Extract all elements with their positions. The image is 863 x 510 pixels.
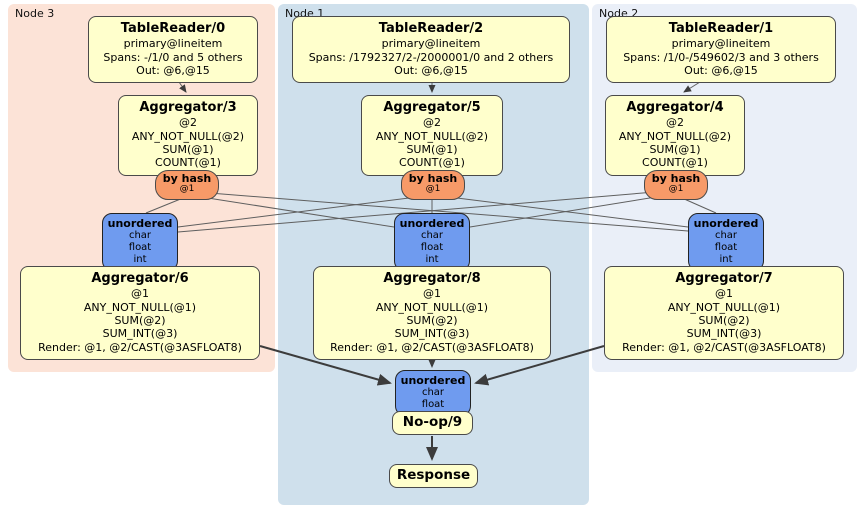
- sync-col-type: int: [719, 254, 733, 266]
- plan-node-aggregator-5: Aggregator/5 @2 ANY_NOT_NULL(@2) SUM(@1)…: [361, 95, 503, 176]
- node-agg-fn: ANY_NOT_NULL(@1): [375, 300, 489, 314]
- node-spans: Spans: /1/0-/549602/3 and 3 others: [623, 50, 819, 64]
- node-group-cols: @1: [423, 287, 441, 301]
- node-index: primary@lineitem: [123, 37, 223, 51]
- node-render-expr: Render: @1, @2/CAST(@3ASFLOAT8): [38, 340, 242, 354]
- node-agg-fn: COUNT(@1): [642, 156, 708, 170]
- node-group-cols: @1: [715, 287, 733, 301]
- sync-unordered-node3: unordered char float int: [102, 213, 178, 272]
- node-title: Aggregator/3: [139, 100, 237, 115]
- node-agg-fn: COUNT(@1): [399, 156, 465, 170]
- node-group-cols: @2: [423, 116, 441, 130]
- sync-title: unordered: [693, 217, 759, 230]
- node-agg-fn: SUM(@1): [162, 143, 214, 157]
- sync-title: unordered: [107, 217, 173, 230]
- sync-col-type: int: [425, 254, 439, 266]
- node-title: Aggregator/6: [91, 271, 189, 286]
- sync-col-type: char: [714, 230, 738, 242]
- node-agg-fn: SUM(@2): [406, 314, 458, 328]
- node-agg-fn: ANY_NOT_NULL(@2): [375, 129, 489, 143]
- node-out: Out: @6,@15: [394, 64, 468, 78]
- router-by-hash-node2: by hash @1: [644, 170, 708, 200]
- node-out: Out: @6,@15: [136, 64, 210, 78]
- sync-unordered-final: unordered char float: [395, 370, 471, 417]
- node-title: TableReader/1: [668, 21, 774, 36]
- node-group-cols: @2: [666, 116, 684, 130]
- plan-node-aggregator-3: Aggregator/3 @2 ANY_NOT_NULL(@2) SUM(@1)…: [118, 95, 258, 176]
- node-agg-fn: ANY_NOT_NULL(@2): [131, 129, 245, 143]
- sync-col-type: char: [420, 230, 444, 242]
- sync-title: unordered: [399, 217, 465, 230]
- plan-node-tablereader-1: TableReader/1 primary@lineitem Spans: /1…: [606, 16, 836, 84]
- node-agg-fn: ANY_NOT_NULL(@1): [667, 300, 781, 314]
- router-by-hash-node1: by hash @1: [401, 170, 465, 200]
- node-title: Aggregator/4: [626, 100, 724, 115]
- router-title: by hash: [162, 172, 212, 185]
- sync-col-type: char: [128, 230, 152, 242]
- node-group-cols: @2: [179, 116, 197, 130]
- sync-title: unordered: [400, 374, 466, 387]
- plan-node-aggregator-6: Aggregator/6 @1 ANY_NOT_NULL(@1) SUM(@2)…: [20, 266, 260, 361]
- node-agg-fn: SUM(@2): [698, 314, 750, 328]
- node-title: TableReader/0: [120, 21, 226, 36]
- node-out: Out: @6,@15: [684, 64, 758, 78]
- node-agg-fn: ANY_NOT_NULL(@1): [83, 300, 197, 314]
- node-agg-fn: SUM(@1): [649, 143, 701, 157]
- node-render-expr: Render: @1, @2/CAST(@3ASFLOAT8): [622, 340, 826, 354]
- sync-unordered-node2: unordered char float int: [688, 213, 764, 272]
- node-spans: Spans: -/1/0 and 5 others: [103, 50, 243, 64]
- plan-node-noop-9: No-op/9: [392, 411, 473, 435]
- node-agg-fn: SUM(@2): [114, 314, 166, 328]
- node-agg-fn: COUNT(@1): [155, 156, 221, 170]
- sync-unordered-node1: unordered char float int: [394, 213, 470, 272]
- plan-node-response: Response: [389, 464, 478, 488]
- sync-col-type: float: [128, 242, 152, 254]
- plan-node-aggregator-8: Aggregator/8 @1 ANY_NOT_NULL(@1) SUM(@2)…: [313, 266, 551, 361]
- node-title: TableReader/2: [378, 21, 484, 36]
- router-title: by hash: [651, 172, 701, 185]
- node-title: No-op/9: [402, 414, 463, 430]
- plan-node-aggregator-7: Aggregator/7 @1 ANY_NOT_NULL(@1) SUM(@2)…: [604, 266, 844, 361]
- node-agg-fn: ANY_NOT_NULL(@2): [618, 129, 732, 143]
- node-agg-fn: SUM_INT(@3): [686, 327, 762, 341]
- node-title: Aggregator/5: [383, 100, 481, 115]
- node-agg-fn: SUM_INT(@3): [394, 327, 470, 341]
- router-title: by hash: [408, 172, 458, 185]
- node-group-cols: @1: [131, 287, 149, 301]
- sync-col-type: char: [421, 387, 445, 399]
- sync-col-type: float: [421, 399, 445, 411]
- node-agg-fn: SUM_INT(@3): [102, 327, 178, 341]
- node-agg-fn: SUM(@1): [406, 143, 458, 157]
- sync-col-type: float: [714, 242, 738, 254]
- router-cols: @1: [179, 184, 195, 195]
- node-index: primary@lineitem: [381, 37, 481, 51]
- node-title: Response: [396, 467, 471, 483]
- router-cols: @1: [425, 184, 441, 195]
- sync-col-type: float: [420, 242, 444, 254]
- plan-node-tablereader-0: TableReader/0 primary@lineitem Spans: -/…: [88, 16, 258, 84]
- router-cols: @1: [668, 184, 684, 195]
- node-render-expr: Render: @1, @2/CAST(@3ASFLOAT8): [330, 340, 534, 354]
- plan-node-aggregator-4: Aggregator/4 @2 ANY_NOT_NULL(@2) SUM(@1)…: [605, 95, 745, 176]
- region-label-node-3: Node 3: [15, 7, 55, 20]
- node-index: primary@lineitem: [671, 37, 771, 51]
- node-spans: Spans: /1792327/2-/2000001/0 and 2 other…: [308, 50, 554, 64]
- node-title: Aggregator/7: [675, 271, 773, 286]
- router-by-hash-node3: by hash @1: [155, 170, 219, 200]
- plan-node-tablereader-2: TableReader/2 primary@lineitem Spans: /1…: [292, 16, 570, 84]
- node-title: Aggregator/8: [383, 271, 481, 286]
- sync-col-type: int: [133, 254, 147, 266]
